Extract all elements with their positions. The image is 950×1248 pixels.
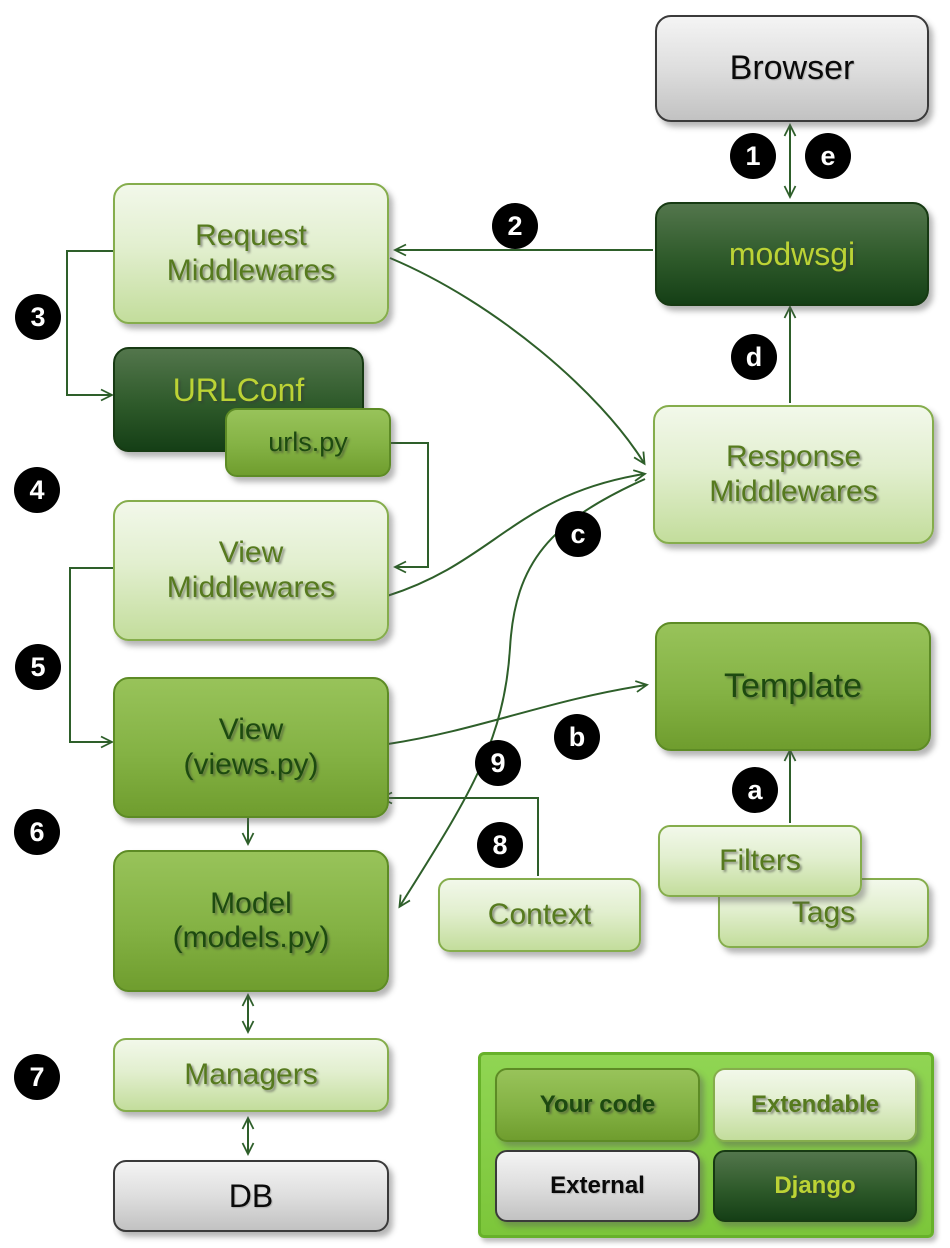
curve-view-to-template <box>387 685 646 745</box>
step-marker-e-label: e <box>820 140 836 171</box>
step-marker-c: c <box>555 511 601 557</box>
node-model-label: Model (models.py) <box>172 886 330 955</box>
node-urlconf-label: URLConf <box>172 372 305 409</box>
step-marker-b-label: b <box>568 721 586 752</box>
node-template: Template <box>655 622 931 751</box>
node-db: DB <box>113 1160 389 1232</box>
node-db-label: DB <box>228 1177 274 1214</box>
node-request-middlewares-label: Request Middlewares <box>166 219 336 287</box>
legend-external: External <box>495 1150 700 1222</box>
node-managers-label: Managers <box>184 1057 318 1091</box>
step-marker-7-label: 7 <box>29 1061 45 1092</box>
node-tags-label: Tags <box>791 895 856 929</box>
step-marker-e: e <box>805 133 851 179</box>
node-urls-py: urls.py <box>225 408 391 477</box>
node-view-middlewares-label: View Middlewares <box>166 536 336 604</box>
step-marker-5-label: 5 <box>30 651 46 682</box>
arrow-urlspy-to-view-mw <box>387 442 429 567</box>
step-marker-5: 5 <box>15 644 61 690</box>
step-marker-2: 2 <box>492 203 538 249</box>
step-marker-3: 3 <box>15 294 61 340</box>
step-marker-c-label: c <box>570 518 586 549</box>
node-modwsgi: modwsgi <box>655 202 929 306</box>
step-marker-8-label: 8 <box>492 829 508 860</box>
node-response-middlewares: Response Middlewares <box>653 405 934 544</box>
node-response-middlewares-label: Response Middlewares <box>709 440 878 508</box>
step-marker-4: 4 <box>14 467 60 513</box>
step-marker-d: d <box>731 334 777 380</box>
legend-external-label: External <box>550 1172 645 1200</box>
legend-extendable: Extendable <box>713 1068 917 1142</box>
step-marker-3-label: 3 <box>30 301 46 332</box>
step-marker-1: 1 <box>730 133 776 179</box>
step-marker-8: 8 <box>477 822 523 868</box>
arrow-view-mw-to-view <box>69 567 113 742</box>
node-modwsgi-label: modwsgi <box>728 235 856 272</box>
node-managers: Managers <box>113 1038 389 1112</box>
node-request-middlewares: Request Middlewares <box>113 183 389 324</box>
step-marker-1-label: 1 <box>745 140 761 171</box>
step-marker-7: 7 <box>14 1054 60 1100</box>
legend-django-label: Django <box>774 1172 856 1200</box>
step-marker-a: a <box>732 767 778 813</box>
node-model: Model (models.py) <box>113 850 389 992</box>
step-marker-2-label: 2 <box>507 210 523 241</box>
node-browser-label: Browser <box>729 48 855 87</box>
curve-request-mw-to-response-mw <box>389 257 644 463</box>
node-view: View (views.py) <box>113 677 389 818</box>
step-marker-b: b <box>554 714 600 760</box>
arrow-request-mw-to-urlconf <box>66 250 113 395</box>
step-marker-9-label: 9 <box>490 747 506 778</box>
node-urls-py-label: urls.py <box>268 426 348 457</box>
step-marker-6-label: 6 <box>29 816 45 847</box>
legend-your-code: Your code <box>495 1068 700 1142</box>
node-view-label: View (views.py) <box>183 713 319 781</box>
node-context-label: Context <box>487 897 592 931</box>
node-filters-label: Filters <box>719 843 801 877</box>
node-browser: Browser <box>655 15 929 122</box>
step-marker-9: 9 <box>475 740 521 786</box>
legend: Your code Extendable External Django <box>478 1052 934 1238</box>
node-context: Context <box>438 878 641 952</box>
node-template-label: Template <box>724 666 862 705</box>
legend-extendable-label: Extendable <box>750 1091 880 1119</box>
legend-django: Django <box>713 1150 917 1222</box>
legend-your-code-label: Your code <box>539 1091 656 1119</box>
node-filters: Filters <box>658 825 862 897</box>
step-marker-d-label: d <box>745 341 763 372</box>
step-marker-6: 6 <box>14 809 60 855</box>
step-marker-a-label: a <box>747 774 763 805</box>
curve-view-mw-to-response-mw <box>386 474 644 597</box>
step-marker-4-label: 4 <box>29 474 45 505</box>
node-view-middlewares: View Middlewares <box>113 500 389 641</box>
